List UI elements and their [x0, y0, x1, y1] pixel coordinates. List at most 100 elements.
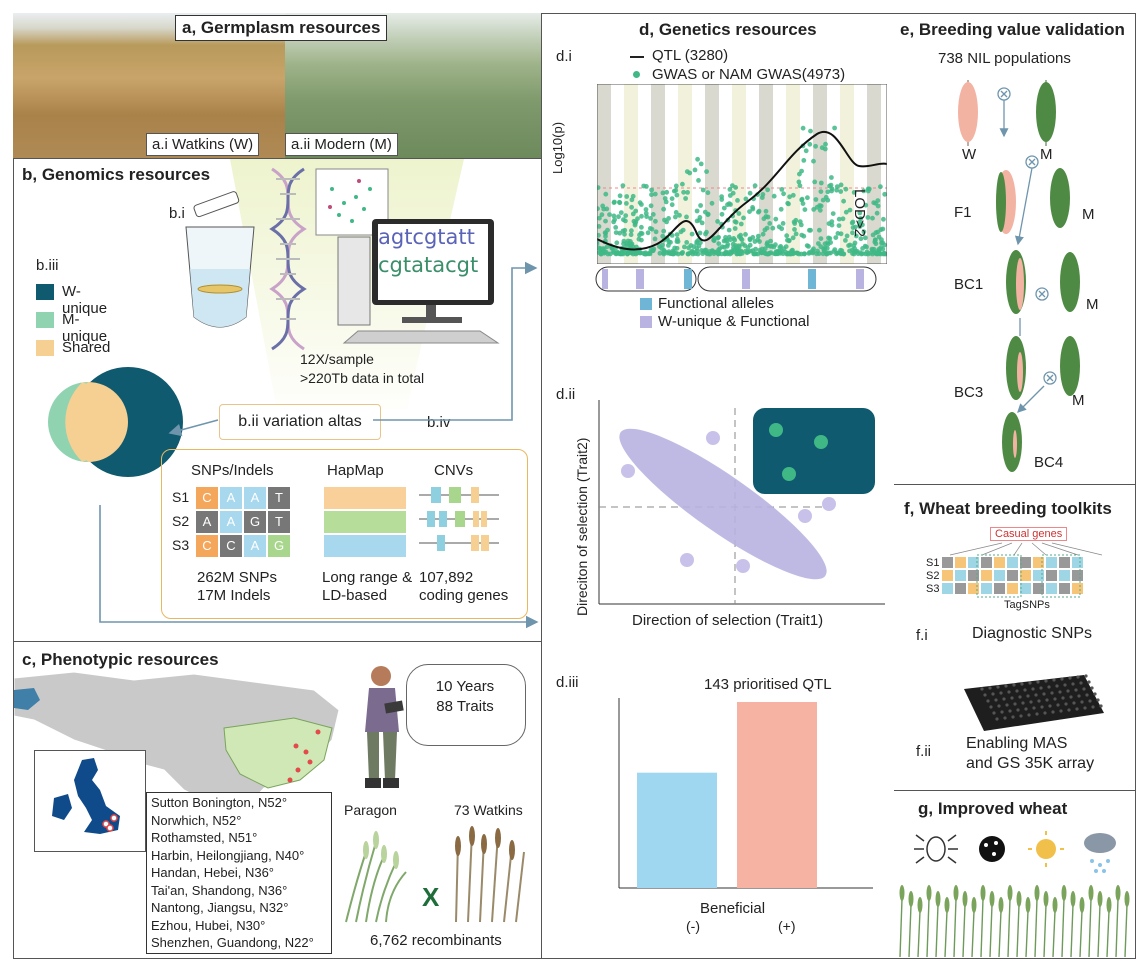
gwas-point — [673, 183, 679, 189]
tag-cell — [994, 570, 1005, 581]
gwas-point — [653, 218, 658, 224]
gwas-point — [616, 214, 621, 220]
scatter-y-label: Direciton of selection (Trait2) — [574, 437, 590, 616]
tag-cell — [1059, 557, 1070, 568]
gwas-point — [773, 249, 779, 255]
chip-well — [1061, 696, 1065, 700]
wheat-ear — [917, 897, 923, 913]
gwas-point — [756, 209, 761, 215]
gwas-point — [838, 189, 844, 194]
wheat-stem — [935, 904, 939, 958]
wheat-stem — [1097, 904, 1101, 958]
chip-well — [1047, 685, 1051, 689]
gwas-point — [882, 251, 887, 257]
wheat-stem — [1043, 904, 1047, 958]
bar-1 — [737, 702, 817, 888]
label-m: M — [1040, 146, 1053, 163]
tag-cell — [981, 570, 992, 581]
gwas-point — [811, 158, 816, 164]
panel-a-title: a, Germplasm resources — [175, 15, 388, 41]
modern-label: a.ii Modern (M) — [285, 133, 398, 156]
wheat-ear — [1070, 891, 1076, 907]
gwas-point — [778, 249, 783, 255]
gwas-point — [624, 194, 630, 199]
gwas-point — [832, 125, 837, 131]
gwas-point — [829, 188, 834, 194]
gwas-point — [760, 192, 766, 197]
site-item: Ezhou, Hubei, N30° — [151, 917, 266, 933]
label-bc4: BC4 — [1034, 454, 1064, 471]
tag-cell — [1033, 570, 1044, 581]
functional-legend: Functional alleles — [658, 295, 774, 312]
gwas-point — [773, 216, 779, 222]
bar-cat-neg: (-) — [686, 918, 700, 934]
gwas-point — [681, 189, 686, 195]
gwas-point — [661, 206, 666, 212]
watkins-label: a.i Watkins (W) — [146, 133, 260, 156]
gwas-point — [598, 251, 604, 257]
label-w: W — [962, 146, 977, 163]
chip-well — [1020, 682, 1024, 686]
gwas-point — [817, 203, 823, 208]
chromosome-track — [595, 266, 877, 292]
sun-icon — [1028, 831, 1064, 867]
gwas-point — [752, 251, 757, 257]
gwas-point — [668, 251, 674, 257]
chip-well — [1076, 675, 1080, 679]
gwas-point — [802, 251, 807, 257]
gwas-point — [810, 249, 816, 255]
snp-cell: A — [220, 487, 242, 509]
functional-swatch — [640, 298, 652, 310]
chip-well — [1099, 704, 1103, 708]
chip-well — [1013, 702, 1017, 706]
gwas-point — [861, 229, 867, 235]
gwas-point — [812, 179, 818, 185]
gwas-point — [617, 193, 623, 199]
wunique-functional-swatch — [640, 316, 652, 328]
gwas-point — [698, 203, 703, 208]
tag-cell — [1033, 557, 1044, 568]
gwas-point — [603, 218, 608, 224]
hapmap-blocks — [324, 487, 406, 557]
gwas-point — [607, 251, 613, 257]
gwas-point — [710, 248, 715, 254]
gwas-point — [815, 248, 820, 254]
gwas-point — [818, 236, 824, 242]
gwas-point — [847, 242, 853, 248]
wheat-stem — [962, 904, 966, 958]
wheat-spike-w — [958, 80, 978, 146]
gwas-point — [618, 210, 624, 215]
chromosome-band — [705, 84, 719, 264]
panel-b-title: b, Genomics resources — [22, 165, 211, 184]
chip-well — [1075, 707, 1079, 711]
lod-label: LOD>2 — [851, 189, 868, 237]
wheat-spike-bc1 — [1006, 250, 1026, 314]
gwas-point — [613, 251, 619, 257]
gwas-point — [747, 190, 753, 196]
sample-label: S2 — [926, 570, 940, 582]
gwas-point — [793, 231, 799, 237]
gwas-point — [752, 239, 758, 244]
chip-well — [1079, 681, 1083, 685]
chip-well — [1023, 688, 1027, 692]
label-f1: F1 — [954, 204, 972, 221]
cnv-tracks — [419, 487, 499, 551]
gwas-point — [669, 196, 675, 201]
variation-atlas-box: b.ii variation altas — [219, 404, 381, 440]
gwas-point — [661, 228, 667, 234]
gwas-point — [828, 250, 833, 256]
gwas-point — [765, 187, 770, 193]
gwas-point — [861, 188, 867, 194]
chip-well — [1083, 706, 1087, 710]
gwas-point — [628, 241, 633, 247]
sites-list: Sutton Bonington, N52° Norwhich, N52° Ro… — [151, 794, 314, 952]
chip-well — [1024, 707, 1028, 711]
gwas-point — [687, 170, 693, 176]
gwas-point — [863, 235, 868, 241]
gwas-point — [662, 196, 668, 201]
wheat-ear — [962, 891, 968, 907]
chip-well — [1032, 706, 1036, 710]
gwas-point — [863, 202, 869, 208]
chip-well — [1005, 703, 1009, 707]
gwas-point — [697, 230, 703, 236]
